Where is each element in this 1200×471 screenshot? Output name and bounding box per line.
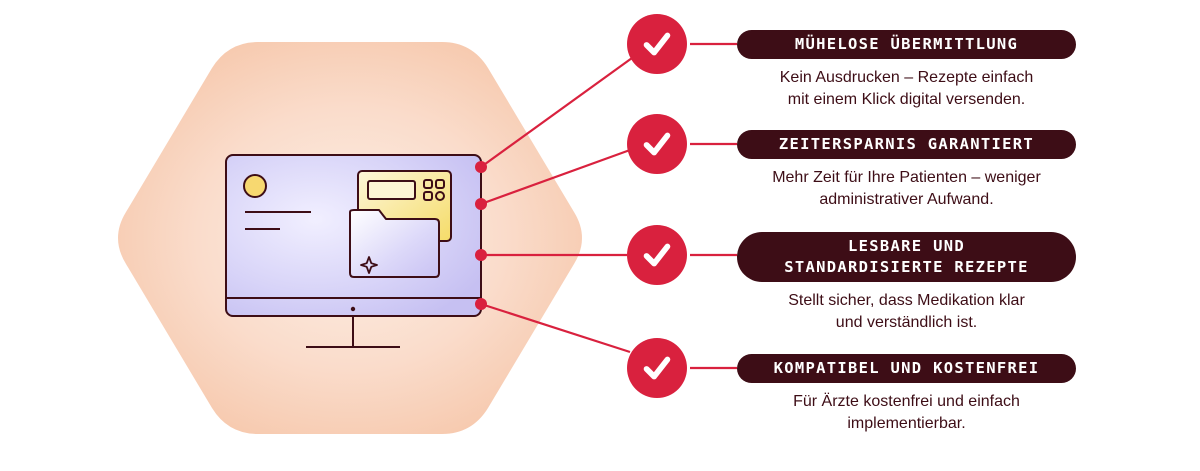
connector-dots <box>475 161 487 310</box>
check-badge <box>627 225 687 285</box>
connector-lines <box>480 42 737 370</box>
feature-description-line: Kein Ausdrucken – Rezepte einfach <box>779 69 1034 86</box>
feature-title-line: STANDARDISIERTE REZEPTE <box>784 258 1029 276</box>
folder-icon <box>349 209 440 278</box>
feature-description-line: und verständlich ist. <box>835 314 978 331</box>
feature-description-line: administrativer Aufwand. <box>819 191 994 208</box>
feature-description: Mehr Zeit für Ihre Patienten – weniger a… <box>737 167 1076 211</box>
check-icon <box>643 32 671 56</box>
avatar-icon <box>243 174 267 198</box>
feature-title: LESBARE UND STANDARDISIERTE REZEPTE <box>737 232 1076 282</box>
feature-title-line: ZEITERSPARNIS GARANTIERT <box>778 135 1035 153</box>
check-icon <box>643 132 671 156</box>
feature-title: KOMPATIBEL UND KOSTENFREI <box>737 354 1076 383</box>
feature-title-line: MÜHELOSE ÜBERMITTLUNG <box>794 35 1019 53</box>
feature-description-line: Für Ärzte kostenfrei und einfach <box>793 393 1020 410</box>
feature-description: Kein Ausdrucken – Rezepte einfach mit ei… <box>737 67 1076 111</box>
sparkle-icon <box>360 256 378 274</box>
feature-description: Stellt sicher, dass Medikation klar und … <box>737 290 1076 334</box>
check-icon <box>643 356 671 380</box>
feature-description-line: mit einem Klick digital versenden. <box>787 91 1026 108</box>
feature-description-line: implementierbar. <box>847 415 966 432</box>
check-badge <box>627 14 687 74</box>
feature-description-line: Mehr Zeit für Ihre Patienten – weniger <box>772 169 1041 186</box>
feature-description: Für Ärzte kostenfrei und einfach impleme… <box>737 391 1076 435</box>
check-icon <box>643 243 671 267</box>
feature-description-line: Stellt sicher, dass Medikation klar <box>788 292 1025 309</box>
feature-title: MÜHELOSE ÜBERMITTLUNG <box>737 30 1076 59</box>
check-badge <box>627 114 687 174</box>
check-badge <box>627 338 687 398</box>
feature-title: ZEITERSPARNIS GARANTIERT <box>737 130 1076 159</box>
feature-title-line: KOMPATIBEL UND KOSTENFREI <box>773 359 1040 377</box>
feature-title-line: LESBARE UND <box>848 237 965 255</box>
